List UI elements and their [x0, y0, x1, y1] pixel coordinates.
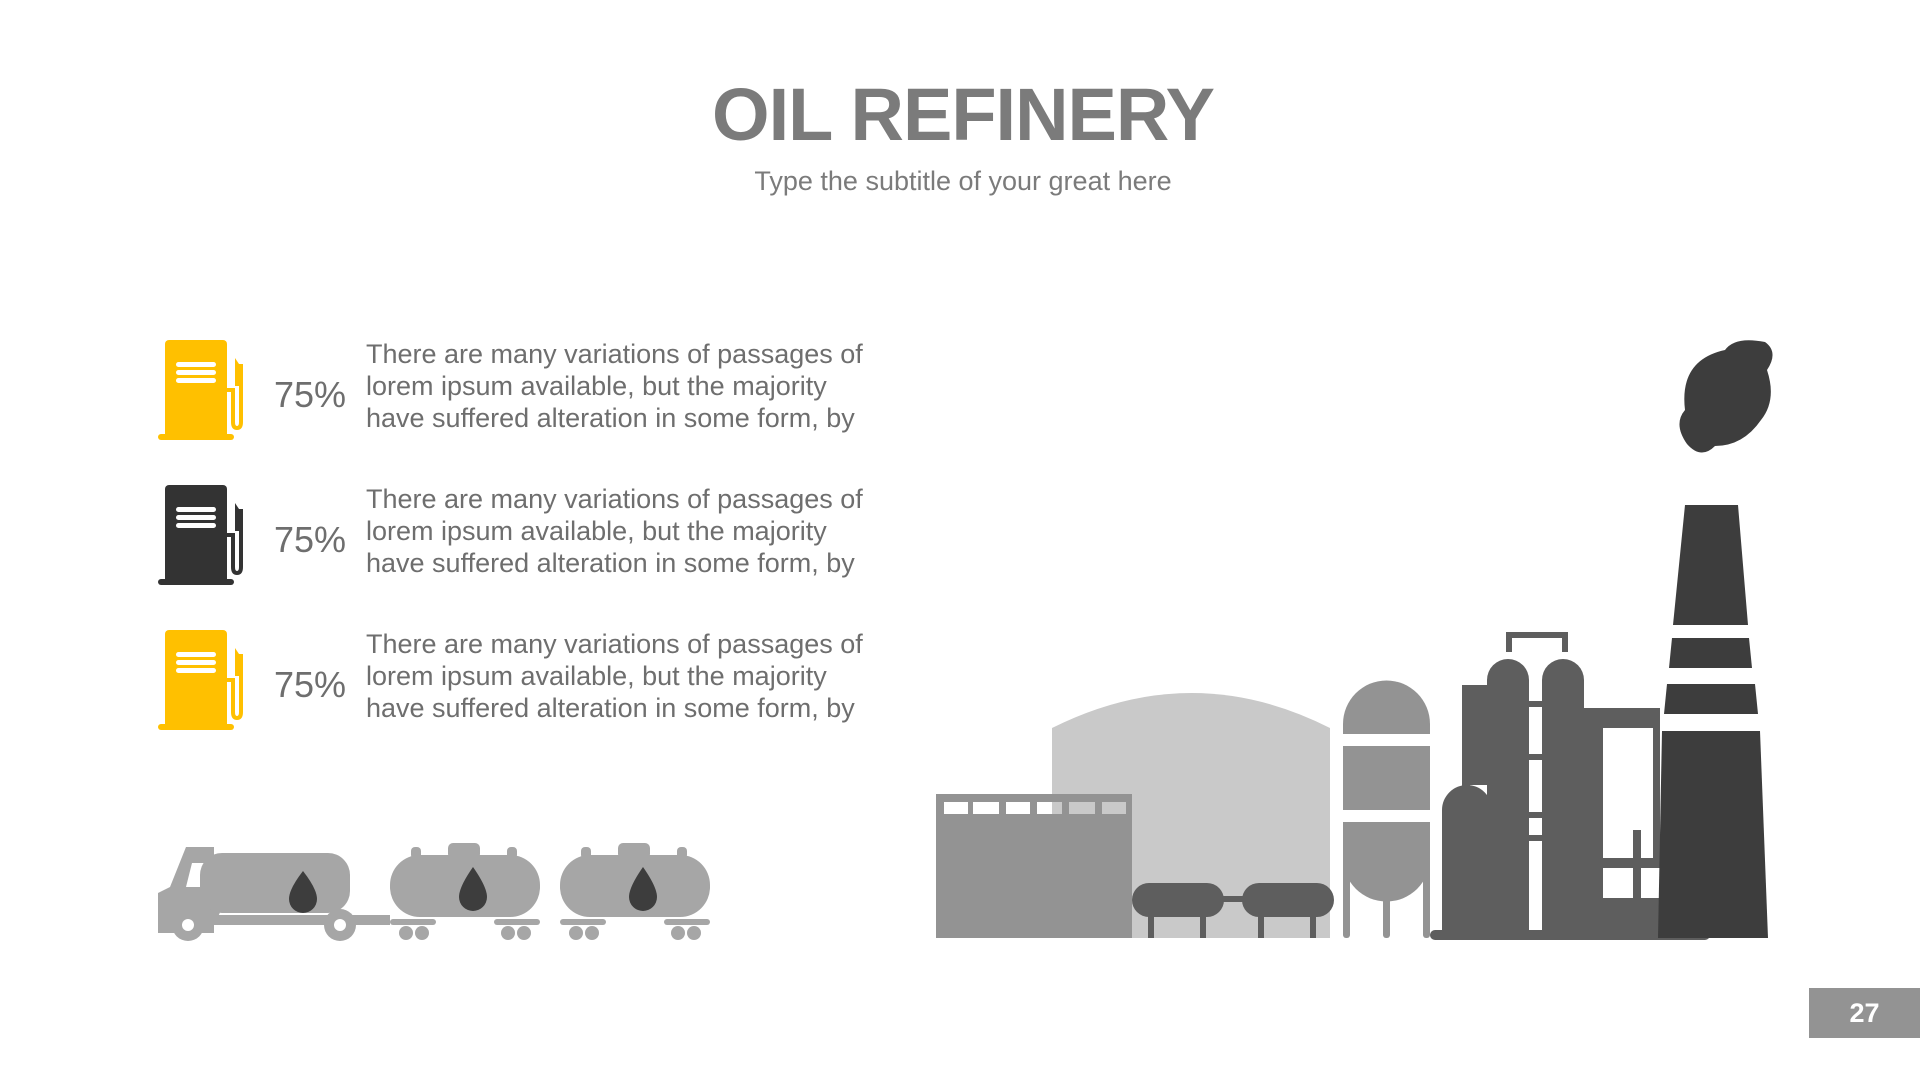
oil-refinery-icon — [936, 340, 1773, 940]
list-item: 75% There are many variations of passage… — [158, 338, 878, 448]
slide-subtitle: Type the subtitle of your great here — [754, 166, 1172, 196]
oil-tanker-truck-icon — [158, 843, 710, 941]
percent-value: 75% — [274, 664, 347, 705]
item-description: There are many variations of passages of… — [366, 484, 863, 578]
oil-drop-icon — [289, 867, 657, 913]
list-item: 75% There are many variations of passage… — [158, 483, 878, 593]
fuel-pump-icon — [158, 485, 243, 585]
fuel-pump-icon — [158, 340, 243, 440]
item-description: There are many variations of passages of… — [366, 629, 863, 723]
fuel-pump-icon — [158, 630, 243, 730]
slide-title: OIL REFINERY — [712, 73, 1215, 156]
percent-value: 75% — [274, 519, 347, 560]
percent-value: 75% — [274, 374, 347, 415]
item-description: There are many variations of passages of… — [366, 339, 863, 433]
page-number: 27 — [1809, 988, 1920, 1038]
list-item: 75% There are many variations of passage… — [158, 628, 878, 738]
